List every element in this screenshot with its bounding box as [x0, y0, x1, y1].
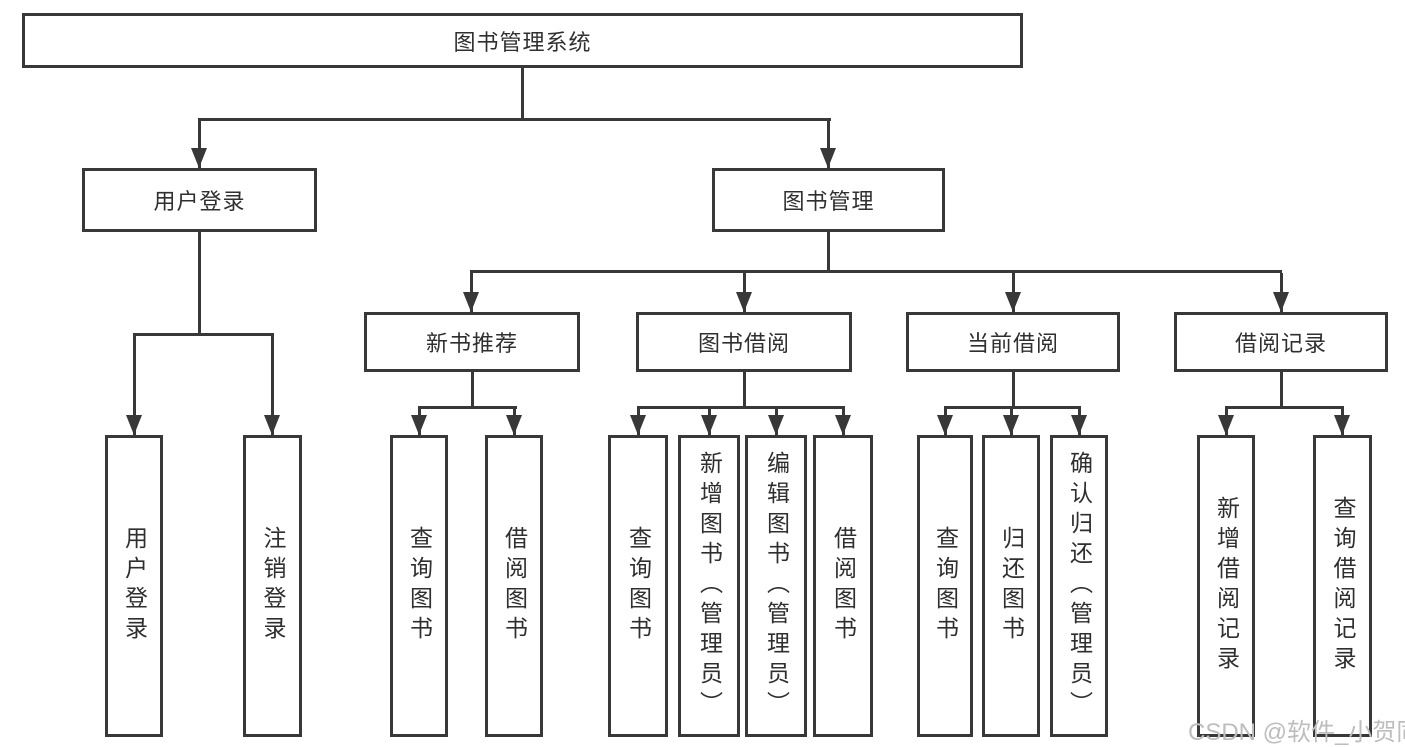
connector-userlogin-bus: [133, 333, 274, 336]
node-leaf-add-borrow-record: 新增借阅记录: [1197, 435, 1255, 737]
node-borrow-records-label: 借阅记录: [1234, 331, 1327, 356]
csdn-watermark: CSDN @软件_小贺同学: [1188, 719, 1405, 746]
node-user-login: 用户登录: [82, 168, 317, 232]
arrow-down-icon: [506, 415, 522, 435]
node-leaf-user-login: 用户登录: [105, 435, 163, 737]
node-book-borrow-label: 图书借阅: [697, 331, 790, 356]
connector-newbook-stem: [471, 372, 474, 409]
arrow-down-icon: [191, 148, 207, 168]
node-new-book-rec-label: 新书推荐: [425, 331, 518, 356]
arrow-down-icon: [1071, 415, 1087, 435]
connector-bookborrow-stem: [743, 372, 746, 409]
arrow-down-icon: [835, 415, 851, 435]
leaf-label: 借阅图书: [830, 526, 857, 646]
node-current-borrow-label: 当前借阅: [966, 331, 1059, 356]
connector-bookmgmt-bus: [470, 270, 1282, 273]
leaf-label: 借阅图书: [501, 526, 528, 646]
node-leaf-query-books-1: 查询图书: [390, 435, 448, 737]
connector-currentborrow-stem: [1012, 372, 1015, 409]
arrow-down-icon: [411, 415, 427, 435]
node-root-label: 图书管理系统: [453, 29, 592, 55]
arrow-down-icon: [1218, 415, 1234, 435]
node-leaf-confirm-return-admin: 确认归还（管理员）: [1050, 435, 1108, 737]
node-leaf-return-books: 归还图书: [982, 435, 1040, 737]
connector-newbook-bus: [418, 406, 517, 409]
node-leaf-logout: 注销登录: [243, 435, 302, 737]
arrow-down-icon: [1005, 292, 1021, 312]
connector-userlogin-stem: [198, 232, 201, 336]
leaf-label: 确认归还（管理员）: [1066, 451, 1093, 721]
arrow-down-icon: [768, 415, 784, 435]
leaf-label: 归还图书: [998, 526, 1025, 646]
arrow-down-icon: [264, 415, 280, 435]
node-book-borrow: 图书借阅: [636, 312, 852, 372]
leaf-label: 查询图书: [406, 526, 433, 646]
node-leaf-borrow-books-2: 借阅图书: [813, 435, 873, 737]
connector-root-bus: [198, 118, 831, 121]
arrow-down-icon: [630, 415, 646, 435]
node-book-mgmt-label: 图书管理: [782, 189, 875, 214]
node-root-system: 图书管理系统: [22, 13, 1023, 68]
arrow-down-icon: [126, 415, 142, 435]
arrow-down-icon: [1334, 415, 1350, 435]
arrow-down-icon: [463, 292, 479, 312]
leaf-label: 查询借阅记录: [1330, 496, 1356, 676]
leaf-label: 编辑图书（管理员）: [763, 451, 790, 721]
arrow-down-icon: [701, 415, 717, 435]
leaf-label: 查询图书: [932, 526, 959, 646]
arrow-down-icon: [820, 148, 836, 168]
connector-bookmgmt-stem: [827, 232, 830, 273]
leaf-label: 用户登录: [121, 526, 148, 646]
node-borrow-records: 借阅记录: [1174, 312, 1388, 372]
node-current-borrow: 当前借阅: [906, 312, 1120, 372]
node-leaf-query-books-2: 查询图书: [608, 435, 668, 737]
arrow-down-icon: [1003, 415, 1019, 435]
leaf-label: 新增借阅记录: [1213, 496, 1240, 676]
connector-drop-leaf: [133, 336, 136, 435]
node-leaf-edit-books-admin: 编辑图书（管理员）: [745, 435, 807, 737]
node-user-login-label: 用户登录: [153, 189, 246, 214]
connector-bookborrow-bus: [637, 406, 845, 409]
connector-drop-user-login: [198, 121, 201, 168]
leaf-label: 查询图书: [625, 526, 652, 646]
connector-records-stem: [1280, 372, 1283, 409]
leaf-label: 注销登录: [260, 526, 286, 646]
node-leaf-query-books-3: 查询图书: [917, 435, 973, 737]
leaf-label: 新增图书（管理员）: [696, 451, 723, 721]
node-new-book-rec: 新书推荐: [364, 312, 580, 372]
arrow-down-icon: [937, 415, 953, 435]
node-book-mgmt: 图书管理: [712, 168, 945, 232]
connector-currentborrow-bus: [944, 406, 1081, 409]
arrow-down-icon: [1273, 292, 1289, 312]
connector-root-stem: [521, 68, 524, 121]
connector-drop-book-mgmt: [827, 121, 830, 168]
node-leaf-borrow-books-1: 借阅图书: [485, 435, 543, 737]
node-leaf-add-books-admin: 新增图书（管理员）: [678, 435, 740, 737]
connector-drop-leaf: [271, 336, 274, 435]
node-leaf-query-borrow-record: 查询借阅记录: [1313, 435, 1372, 737]
arrow-down-icon: [736, 292, 752, 312]
connector-records-bus: [1225, 406, 1344, 409]
